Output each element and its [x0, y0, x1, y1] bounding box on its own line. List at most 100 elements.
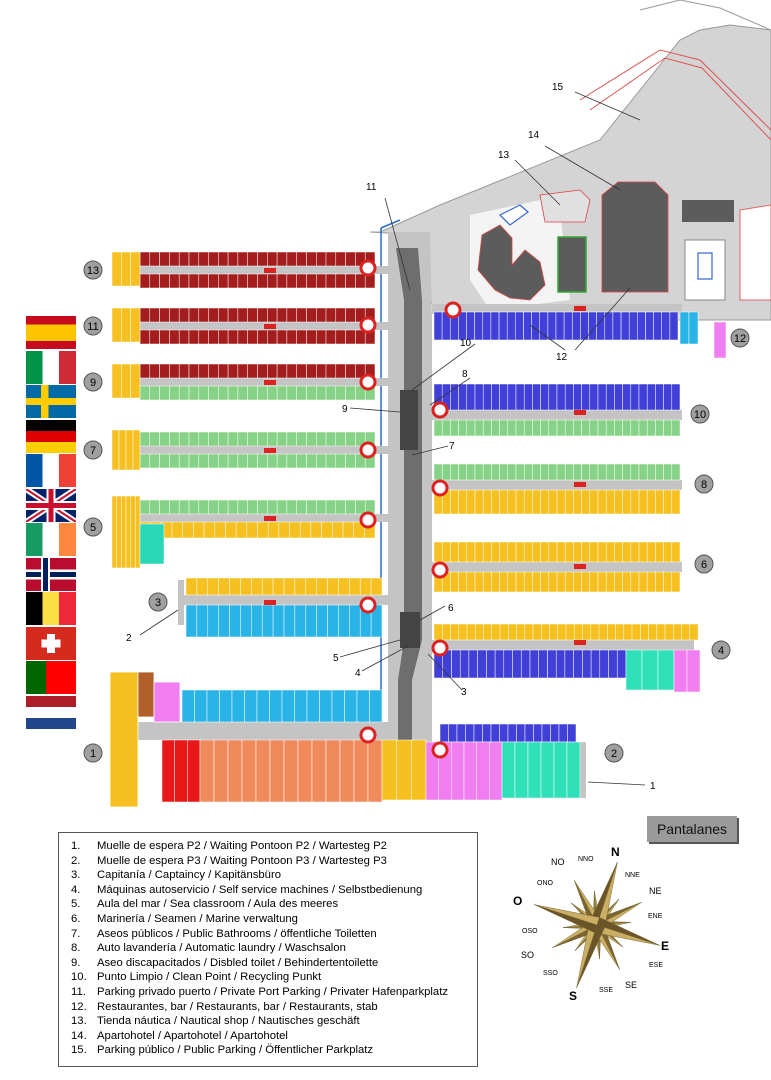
berth-slot — [533, 723, 543, 743]
berth-slot — [548, 419, 558, 437]
legend-number: 12. — [71, 1000, 87, 1013]
berth-slot — [207, 577, 219, 596]
berth-slot — [269, 739, 285, 803]
berth-slot — [646, 489, 656, 515]
berth-slot — [159, 273, 170, 289]
legend-text: Aula del mar / Sea classroom / Aula des … — [97, 898, 339, 911]
berth-slot — [356, 689, 370, 723]
compass-S: S — [569, 989, 577, 1003]
berth-slot — [523, 419, 533, 437]
berth-slot — [532, 489, 541, 515]
berth-slot — [325, 499, 337, 515]
berth-slot — [335, 329, 346, 345]
berth-slot — [450, 623, 460, 641]
berth-slot — [257, 273, 268, 289]
berth-slot — [498, 311, 508, 341]
berth-slot — [229, 604, 241, 638]
berth-slot — [506, 311, 516, 341]
legend-number: 1. — [71, 840, 81, 852]
berth-slot — [306, 431, 317, 447]
pontoon-badge-label: 11 — [87, 321, 98, 333]
berth-slot — [159, 251, 170, 267]
berth-slot — [589, 541, 599, 563]
berth-slot — [194, 689, 208, 723]
berth-slot — [512, 649, 522, 679]
berth-slot — [564, 489, 574, 515]
berth-slot — [556, 383, 566, 411]
berth-slot — [332, 521, 344, 539]
berth-slot — [149, 251, 160, 267]
portugal-flag — [26, 661, 76, 694]
blue-pier-line — [380, 219, 401, 229]
berth-slot — [316, 363, 327, 379]
berth-slot — [306, 385, 317, 401]
berth-slot — [193, 521, 205, 539]
berth-slot — [198, 453, 209, 469]
berth-slot — [286, 251, 297, 267]
berth-slot — [257, 251, 268, 267]
berth-slot — [213, 739, 229, 803]
berth-slot — [338, 604, 350, 638]
berth-slot — [198, 307, 209, 323]
berth-slot — [458, 489, 468, 515]
berth-slot — [564, 541, 574, 563]
berth-slot — [218, 251, 229, 267]
berth-slot — [342, 521, 354, 539]
berth-slot — [121, 307, 131, 343]
berth-slot — [589, 571, 599, 593]
berth-slot — [671, 419, 681, 437]
berth-slot — [306, 363, 317, 379]
berth-slot — [482, 383, 492, 411]
berth-slot — [631, 623, 641, 641]
berth-slot — [208, 453, 219, 469]
berth-slot — [657, 649, 675, 691]
berth-slot — [237, 499, 248, 515]
berth-slot — [188, 499, 200, 515]
berth-slot — [227, 363, 239, 379]
berth-slot — [646, 463, 656, 481]
berth-slot — [267, 431, 278, 447]
berth-slot — [491, 419, 500, 437]
berth-slot — [540, 571, 550, 593]
legend-item: 3.Capitanía / Captaincy / Kapitänsbüro — [71, 868, 477, 883]
berth-slot — [486, 649, 496, 679]
berth-slot — [251, 577, 263, 596]
berth-slot — [573, 419, 582, 437]
compass-NNO: NNO — [578, 856, 594, 863]
berth-slot — [450, 571, 459, 593]
berth-slot — [532, 383, 541, 411]
berth-slot — [499, 623, 509, 641]
map-label-parking-public: 15 — [552, 82, 564, 93]
legend-number: 3. — [71, 869, 81, 882]
berth-slot — [558, 723, 568, 743]
lifebuoy-icon — [431, 401, 449, 419]
legend-number: 8. — [71, 942, 81, 955]
berth-slot — [181, 689, 195, 723]
berth-slot — [630, 571, 640, 593]
berth-slot — [306, 251, 317, 267]
berth-slot — [231, 689, 245, 723]
berth-slot — [289, 521, 301, 539]
berth-slot — [208, 499, 219, 515]
berth-slot — [532, 463, 541, 481]
berth-slot — [278, 521, 290, 539]
berth-slot — [664, 623, 674, 641]
lifebuoy-icon — [359, 373, 377, 391]
berth-slot — [450, 383, 459, 411]
compass-ENE: ENE — [648, 913, 663, 920]
berth-slot — [208, 363, 219, 379]
berth-slot — [325, 251, 337, 267]
berth-slot — [161, 739, 175, 803]
berth-slot — [237, 385, 248, 401]
berth-slot — [227, 307, 239, 323]
berth-slot — [499, 571, 509, 593]
berth-slot — [589, 489, 599, 515]
berth-slot — [349, 604, 361, 638]
berth-slot — [475, 623, 484, 641]
pontoon-badge: 9 — [83, 372, 103, 392]
compass-SO: SO — [521, 950, 534, 960]
berth-slot — [296, 385, 307, 401]
berth-slot — [306, 689, 320, 723]
berth-slot — [218, 431, 229, 447]
